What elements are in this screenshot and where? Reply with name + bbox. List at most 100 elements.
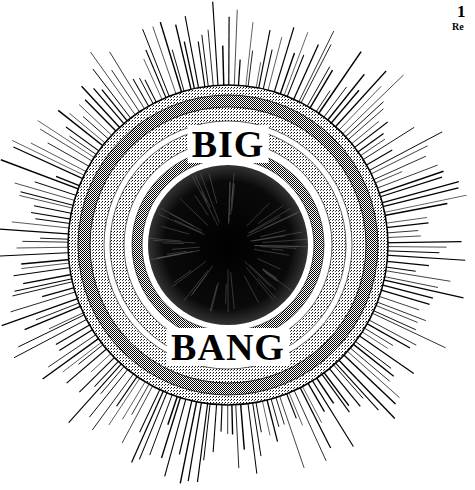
core-streak <box>263 269 277 279</box>
ring <box>132 149 324 341</box>
ring <box>78 95 378 395</box>
core-streak <box>157 251 192 257</box>
ray <box>362 146 427 178</box>
core-streak <box>250 216 280 233</box>
ray <box>185 16 200 97</box>
core-streak <box>249 265 276 290</box>
ray-burst <box>0 2 467 484</box>
core-streak <box>159 214 205 234</box>
ray <box>15 183 84 203</box>
core-streak <box>229 182 231 222</box>
core-streak <box>211 282 218 311</box>
ray <box>12 140 93 179</box>
core-streak <box>260 230 285 236</box>
ray <box>110 52 150 117</box>
ray <box>247 394 257 474</box>
ray <box>132 382 168 462</box>
ray <box>361 132 443 175</box>
core-streak <box>172 247 200 249</box>
core-streak <box>260 247 296 249</box>
outer-ring <box>68 85 388 405</box>
core-streak <box>161 208 202 230</box>
ray <box>91 52 141 123</box>
core-streak <box>247 213 297 236</box>
ray <box>150 386 176 455</box>
corner-text: 1 <box>457 3 466 20</box>
ray <box>197 394 208 482</box>
core-streak <box>250 232 302 241</box>
core-streak <box>167 251 187 254</box>
corner-text: Re <box>452 22 464 32</box>
core-streak <box>232 184 235 210</box>
ray <box>213 2 219 96</box>
ray <box>153 27 179 104</box>
title-word: BANG <box>167 328 289 366</box>
core-streak <box>193 177 218 226</box>
ray <box>180 392 198 483</box>
ray <box>245 22 253 96</box>
core-streak <box>174 270 191 282</box>
core-streak <box>231 272 235 309</box>
core-streak <box>210 285 217 311</box>
ring <box>124 141 332 349</box>
core-streak <box>244 276 258 303</box>
core-streak <box>253 236 285 241</box>
core-streak <box>262 269 278 281</box>
ray <box>281 32 308 104</box>
core-streak <box>153 240 196 243</box>
core-streak <box>228 269 229 311</box>
core-streak <box>246 267 273 300</box>
ray <box>122 377 157 443</box>
ray <box>31 143 95 176</box>
ray <box>176 25 194 99</box>
core-streak <box>202 192 207 203</box>
ray <box>336 75 404 141</box>
core-streak <box>200 174 219 223</box>
core-streak <box>180 199 208 226</box>
ray <box>0 228 78 235</box>
core-streak <box>149 238 181 241</box>
dark-core <box>148 165 308 325</box>
ray <box>11 289 85 312</box>
ray <box>139 384 170 460</box>
core-streak <box>163 242 185 244</box>
core-streak <box>262 239 307 242</box>
core-streak <box>263 211 299 228</box>
ray <box>228 17 230 95</box>
ray <box>38 121 103 163</box>
ray <box>375 204 447 218</box>
ray <box>296 379 331 448</box>
core-streak <box>225 284 227 304</box>
ray <box>329 71 386 134</box>
ray <box>160 22 184 101</box>
ray <box>14 315 95 358</box>
ray <box>165 390 189 477</box>
core-streak <box>263 270 291 290</box>
ray <box>370 171 444 196</box>
core-streak <box>245 261 271 286</box>
core-streak <box>184 270 208 301</box>
ray <box>276 387 304 468</box>
ray <box>13 147 91 183</box>
core-streak <box>258 259 281 270</box>
core-streak <box>191 266 213 296</box>
core-streak <box>195 195 208 215</box>
core-streaks <box>149 173 307 312</box>
ray <box>375 195 467 214</box>
ray <box>69 357 128 423</box>
core-streak <box>248 208 290 233</box>
ray <box>43 333 107 379</box>
ray <box>337 348 396 404</box>
core-streak <box>151 250 200 259</box>
core-streak <box>162 226 189 234</box>
ray <box>332 353 395 418</box>
ray <box>0 252 78 256</box>
ray <box>290 382 326 461</box>
ray <box>234 10 237 95</box>
ring <box>104 121 352 369</box>
ray <box>378 255 466 261</box>
big-bang-circle: BIGBANG <box>68 85 388 405</box>
ray <box>368 165 437 191</box>
